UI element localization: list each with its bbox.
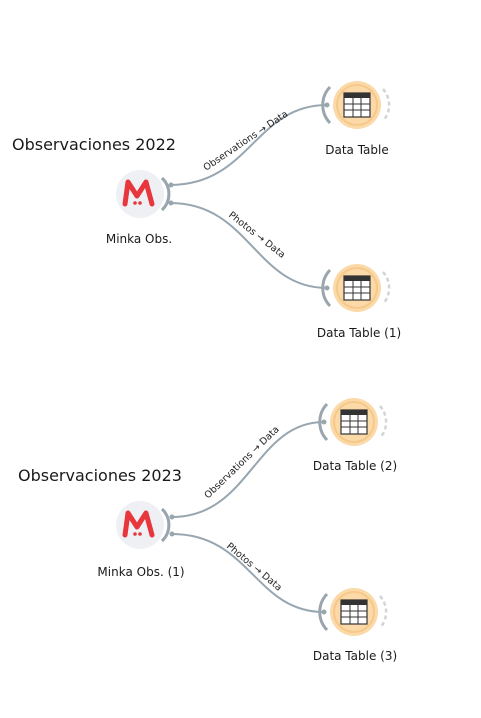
group-title-2023[interactable]: Observaciones 2023 (18, 466, 182, 485)
data-table-node-0[interactable] (321, 81, 391, 129)
data-table-node-label[interactable]: Data Table (1) (316, 326, 402, 340)
data-table-node-label[interactable]: Data Table (3) (312, 649, 398, 663)
data-table-icon (343, 275, 371, 301)
link-label: Observations → Data (202, 424, 281, 501)
data-table-node-label[interactable]: Data Table (2) (312, 459, 398, 473)
link-label: Photos → Data (224, 541, 284, 594)
data-table-node-label[interactable]: Data Table (325, 143, 389, 157)
link-photos-data-1[interactable] (169, 202, 328, 289)
minka-logo-icon (122, 179, 155, 207)
link-label: Photos → Data (226, 210, 287, 261)
data-table-icon (340, 599, 368, 625)
minka-node-2[interactable] (116, 501, 175, 549)
data-table-icon (343, 92, 371, 118)
data-table-node-2[interactable] (318, 398, 388, 446)
link-observations-data-1[interactable] (169, 104, 328, 186)
link-photos-data-2[interactable] (171, 533, 325, 613)
link-label: Observations → Data (202, 109, 291, 174)
data-table-node-3[interactable] (318, 588, 388, 636)
link-observations-data-2[interactable] (171, 421, 325, 518)
data-table-node-1[interactable] (321, 264, 391, 312)
minka-node-label[interactable]: Minka Obs. (1) (97, 565, 185, 579)
group-title-2022[interactable]: Observaciones 2022 (12, 135, 176, 154)
minka-node-1[interactable] (116, 170, 174, 218)
data-table-icon (340, 409, 368, 435)
minka-logo-icon (122, 510, 155, 538)
minka-node-label[interactable]: Minka Obs. (105, 232, 173, 246)
